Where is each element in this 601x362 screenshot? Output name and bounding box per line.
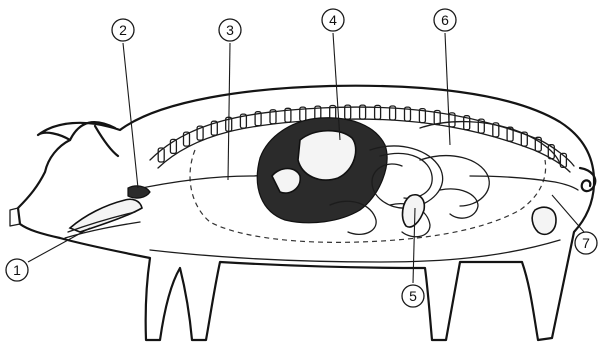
callout-1-number: 1 xyxy=(13,262,21,278)
callout-6: 6 xyxy=(434,9,456,31)
leader-3 xyxy=(228,43,230,180)
callout-3-number: 3 xyxy=(226,22,234,38)
callout-1: 1 xyxy=(6,259,28,281)
callout-4: 4 xyxy=(322,9,344,31)
leader-7 xyxy=(552,195,584,232)
callout-3: 3 xyxy=(219,19,241,41)
callout-7-number: 7 xyxy=(582,235,590,251)
callout-2-number: 2 xyxy=(119,22,127,38)
callout-4-number: 4 xyxy=(329,12,337,28)
mouth-pharynx-region xyxy=(65,186,150,238)
callout-2: 2 xyxy=(112,19,134,41)
callout-5-number: 5 xyxy=(409,288,417,304)
callout-6-number: 6 xyxy=(441,12,449,28)
leader-2 xyxy=(123,43,138,188)
callout-5: 5 xyxy=(402,285,424,307)
callout-7: 7 xyxy=(575,232,597,254)
